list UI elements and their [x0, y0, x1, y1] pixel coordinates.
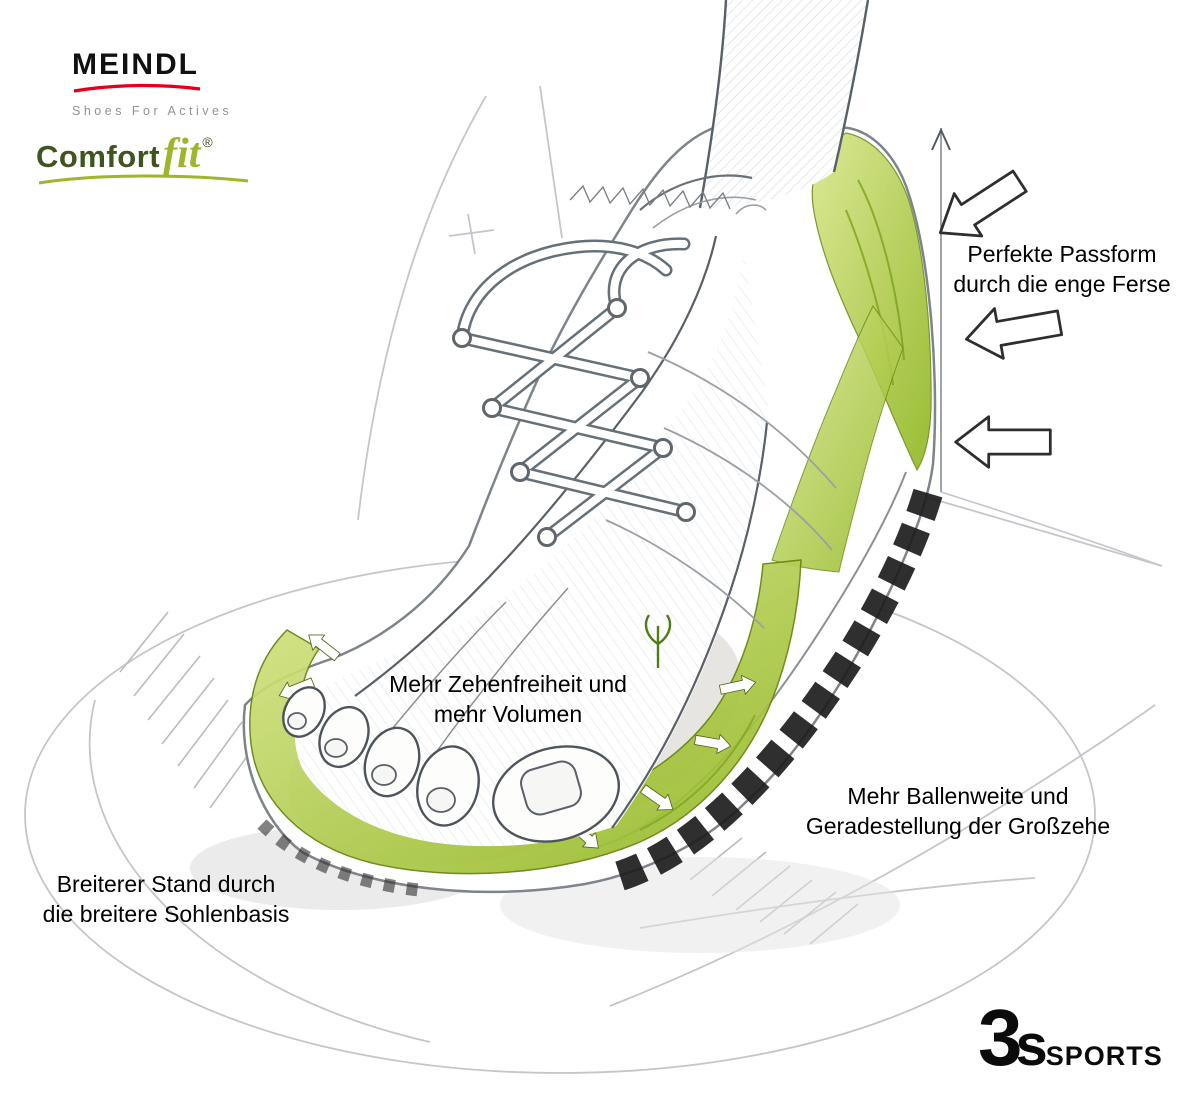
- annotation-line: Perfekte Passform: [967, 241, 1157, 267]
- arrow-icon: [965, 307, 1064, 360]
- eyelets: [452, 298, 696, 547]
- fit-arrows: [938, 169, 1064, 469]
- arrow-icon: [640, 784, 674, 811]
- sports-logo-number: 3: [978, 993, 1023, 1082]
- foot-sketch: [282, 235, 770, 847]
- sports-logo-letter: s: [1015, 1013, 1048, 1078]
- tongue-collar: [569, 174, 757, 229]
- comfortfit-swoosh-icon: [38, 174, 249, 185]
- measurement-line: [931, 127, 1163, 567]
- annotation-heel-fit: Perfekte Passform durch die enge Ferse: [928, 240, 1196, 300]
- annotation-line: durch die enge Ferse: [953, 270, 1171, 297]
- registered-mark: ®: [202, 134, 213, 150]
- laces: [452, 237, 696, 547]
- comfortfit-word: Comfort: [36, 139, 161, 174]
- meindl-swoosh-icon: [73, 83, 201, 93]
- panel-lines: [605, 351, 837, 629]
- heel-highlight: [771, 132, 932, 573]
- annotation-line: Breiterer Stand durch: [56, 871, 276, 897]
- annotation-line: Mehr Zehenfreiheit und: [389, 671, 627, 697]
- comfortfit-logo: Comfortfit®: [36, 130, 251, 186]
- arrow-icon: [938, 169, 1028, 238]
- sports-logo: 3 s SPORTS: [978, 993, 1163, 1082]
- arrow-icon: [718, 674, 757, 695]
- meindl-wordmark: MEINDL: [72, 48, 199, 81]
- annotation-line: Mehr Ballenweite und: [847, 783, 1069, 809]
- arrow-icon: [308, 634, 341, 662]
- annotation-line: die breitere Sohlenbasis: [42, 900, 290, 927]
- annotation-line: mehr Volumen: [433, 700, 583, 727]
- annotation-line: Geradestellung der Großzehe: [805, 812, 1111, 839]
- annotation-ball-width: Mehr Ballenweite und Geradestellung der …: [788, 782, 1128, 842]
- sprout-icon: [644, 614, 672, 668]
- meindl-logo: MEINDL Shoes For Actives: [72, 48, 233, 119]
- comfortfit-fit: fit: [163, 131, 201, 177]
- arrow-icon: [954, 415, 1052, 469]
- meindl-tagline: Shoes For Actives: [72, 104, 233, 118]
- annotation-toe-room: Mehr Zehenfreiheit und mehr Volumen: [342, 670, 674, 730]
- arrow-icon: [693, 734, 732, 754]
- leg-sketch: [698, 0, 870, 215]
- annotation-stance: Breiterer Stand durch die breitere Sohle…: [14, 870, 318, 930]
- sports-logo-text: SPORTS: [1045, 1041, 1163, 1071]
